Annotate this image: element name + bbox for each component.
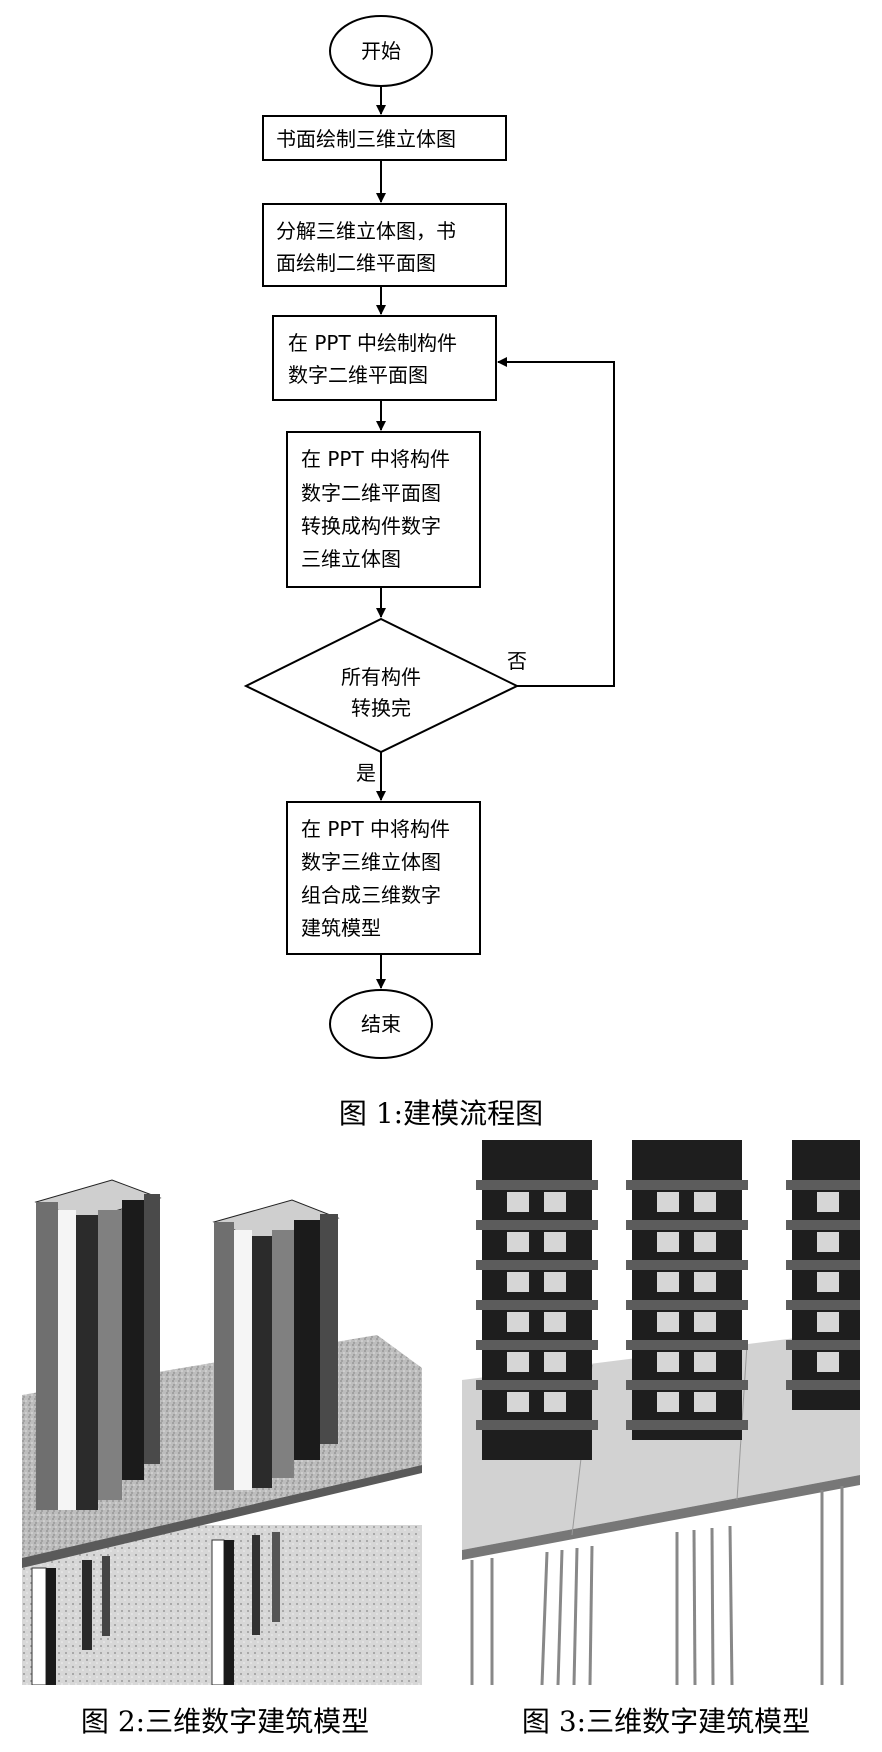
end-label: 结束 [361, 1012, 401, 1036]
step-draw-3d-box [262, 115, 507, 161]
step-decompose-box [262, 203, 507, 287]
figure-2-building-model-image [22, 1140, 422, 1685]
step-convert-line-1: 在 PPT 中将构件 [301, 447, 450, 471]
end-node [329, 989, 433, 1059]
yes-label: 是 [356, 761, 376, 785]
step-draw-3d-label: 书面绘制三维立体图 [276, 127, 456, 151]
no-label: 否 [507, 649, 527, 673]
decision-line-2: 转换完 [351, 696, 411, 720]
decision-line-1: 所有构件 [341, 665, 421, 689]
step-assemble-line-4: 建筑模型 [301, 916, 381, 940]
figure-1-caption: 图 1:建模流程图 [338, 1097, 544, 1130]
start-label: 开始 [361, 39, 401, 63]
step-assemble-line-3: 组合成三维数字 [301, 883, 441, 907]
step-assemble-line-1: 在 PPT 中将构件 [301, 817, 450, 841]
figure-3-building-model-image [462, 1140, 860, 1685]
step-assemble-line-2: 数字三维立体图 [301, 850, 441, 874]
step-decompose-line-2: 面绘制二维平面图 [276, 251, 436, 275]
step-convert-line-4: 三维立体图 [301, 547, 401, 571]
step-ppt-2d-box [272, 315, 497, 401]
step-convert-box [286, 431, 481, 588]
step-convert-line-3: 转换成构件数字 [301, 514, 441, 538]
figure-3-caption: 图 3:三维数字建筑模型 [521, 1705, 811, 1738]
flowchart: 开始 书面绘制三维立体图 分解三维立体图，书 面绘制二维平面图 在 PPT 中绘… [243, 15, 615, 1059]
step-ppt-2d-line-2: 数字二维平面图 [288, 363, 428, 387]
arrow-no-loop [497, 357, 615, 687]
step-decompose-line-1: 分解三维立体图，书 [276, 219, 456, 243]
figure-2-caption: 图 2:三维数字建筑模型 [80, 1705, 370, 1738]
step-convert-line-2: 数字二维平面图 [301, 481, 441, 505]
step-assemble-box [286, 801, 481, 955]
step-ppt-2d-line-1: 在 PPT 中绘制构件 [288, 331, 457, 355]
